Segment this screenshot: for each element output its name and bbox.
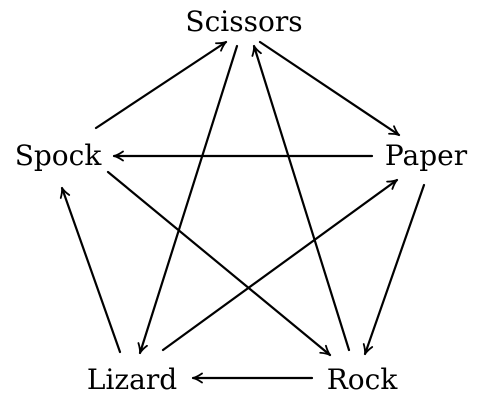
edge-lizard-to-spock: [59, 186, 122, 354]
node-rock: Rock: [327, 363, 399, 396]
edge-spock-to-scissors: [94, 40, 228, 130]
node-lizard: Lizard: [87, 363, 177, 396]
edges: [59, 40, 426, 384]
edge-scissors-to-lizard: [137, 44, 239, 355]
nodes: Scissors Paper Rock Lizard Spock: [15, 5, 468, 396]
edge-spock-to-rock: [106, 170, 332, 357]
edge-rock-to-scissors: [251, 44, 351, 352]
node-scissors: Scissors: [185, 5, 302, 38]
node-spock: Spock: [15, 139, 103, 172]
edge-paper-to-rock: [362, 183, 426, 356]
edge-scissors-to-paper: [258, 40, 401, 137]
node-paper: Paper: [385, 139, 468, 172]
edge-lizard-to-paper: [161, 178, 399, 352]
